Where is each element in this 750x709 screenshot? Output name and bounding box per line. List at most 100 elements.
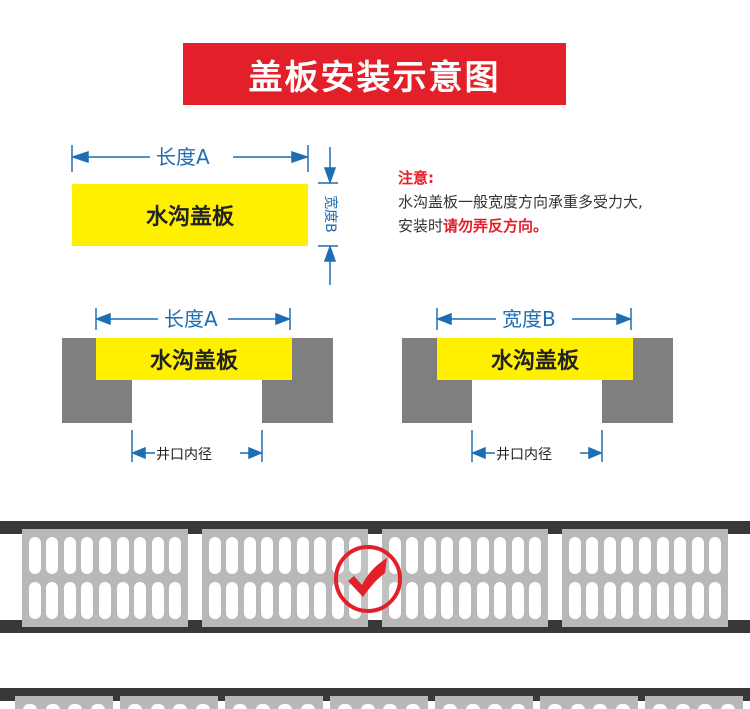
grate-slot — [28, 582, 41, 619]
grate-slot — [46, 537, 59, 574]
grate-slot — [548, 704, 563, 709]
grate-slot — [720, 704, 735, 709]
grate-cover — [120, 696, 218, 709]
grate-slot — [81, 537, 94, 574]
grate-slot — [441, 537, 454, 574]
grate-slot — [423, 582, 436, 619]
grate-slot — [90, 704, 105, 709]
grate-slot — [511, 582, 524, 619]
grate-slot — [116, 537, 129, 574]
grate-slot — [406, 537, 419, 574]
grate-slot — [674, 537, 687, 574]
grate-slot — [151, 582, 164, 619]
grate-slot — [255, 704, 270, 709]
grate-slot — [691, 537, 704, 574]
grate-slot — [208, 537, 221, 574]
grate-slot — [698, 704, 713, 709]
grate-slot — [476, 582, 489, 619]
grate-slot — [46, 582, 59, 619]
grate-cover — [540, 696, 638, 709]
grate-slot — [675, 704, 690, 709]
grate-slot — [459, 537, 471, 574]
grate-slot — [63, 582, 76, 619]
grate-slot — [465, 704, 480, 709]
grate-slot — [243, 537, 256, 574]
left-install-diagram: 长度A 水沟盖板 井口内径 宽度B 水沟盖板 井口内径 — [0, 300, 750, 480]
grate-slot — [68, 704, 83, 709]
grate-cover — [382, 529, 548, 627]
grate-slot — [653, 704, 668, 709]
grate-cover — [435, 696, 533, 709]
grate-slot — [586, 582, 599, 619]
grate-slot — [656, 582, 669, 619]
grate-slot — [529, 537, 542, 574]
grate-slot — [45, 704, 60, 709]
grate-slot — [476, 537, 489, 574]
left-opening-label: 井口内径 — [156, 447, 212, 463]
grate-slot — [423, 537, 436, 574]
grate-slot — [441, 582, 454, 619]
grate-slot — [28, 537, 41, 574]
right-width-b-label: 宽度B — [496, 308, 562, 330]
grate-cover — [562, 529, 728, 627]
grate-slot — [459, 582, 471, 619]
grate-slot — [639, 582, 651, 619]
grate-slot — [99, 582, 111, 619]
grate-slot — [405, 704, 420, 709]
grate-slot — [568, 537, 581, 574]
grate-slot — [300, 704, 315, 709]
grate-slot — [296, 537, 309, 574]
grate-cover — [225, 696, 323, 709]
width-b-label: 宽度B — [322, 195, 338, 233]
grate-cover — [645, 696, 743, 709]
grate-slot — [208, 582, 221, 619]
grate-slot — [279, 537, 291, 574]
grate-slot — [63, 537, 76, 574]
grate-cover — [15, 696, 113, 709]
grate-slot — [691, 582, 704, 619]
grate-slot — [226, 537, 239, 574]
grate-slot — [173, 704, 188, 709]
grate-slot — [639, 537, 651, 574]
right-opening-label: 井口内径 — [496, 447, 552, 463]
grate-slot — [226, 582, 239, 619]
grate-slot — [134, 582, 147, 619]
grate-slot — [169, 582, 182, 619]
grate-slot — [656, 537, 669, 574]
grate-slot — [406, 582, 419, 619]
grate-slot — [261, 582, 274, 619]
grate-slot — [261, 537, 274, 574]
grate-slot — [443, 704, 458, 709]
grate-slot — [338, 704, 353, 709]
grate-slot — [150, 704, 165, 709]
grate-slot — [128, 704, 143, 709]
grate-slot — [494, 537, 507, 574]
grate-slot — [349, 537, 362, 574]
grate-slot — [674, 582, 687, 619]
grate-slot — [279, 582, 291, 619]
grate-slot — [195, 704, 210, 709]
grate-slot — [615, 704, 630, 709]
grate-slot — [23, 704, 38, 709]
grate-slot — [529, 582, 542, 619]
grate-slot — [511, 537, 524, 574]
side-dimension-lines — [94, 308, 633, 462]
right-cover-plate: 水沟盖板 — [437, 338, 633, 380]
check-circle-icon — [334, 545, 402, 613]
note-heading: 注意: — [398, 169, 434, 187]
grate-slot — [494, 582, 507, 619]
grate-slot — [570, 704, 585, 709]
grate-slot — [278, 704, 293, 709]
grate-slot — [151, 537, 164, 574]
grate-slot — [360, 704, 375, 709]
grate-slot — [296, 582, 309, 619]
grate-slot — [568, 582, 581, 619]
grate-slot — [169, 537, 182, 574]
grate-slot — [243, 582, 256, 619]
grate-slot — [116, 582, 129, 619]
grate-slot — [99, 537, 111, 574]
grate-slot — [586, 537, 599, 574]
page-title: 盖板安装示意图 — [183, 43, 566, 105]
top-dimension-lines — [70, 145, 338, 285]
